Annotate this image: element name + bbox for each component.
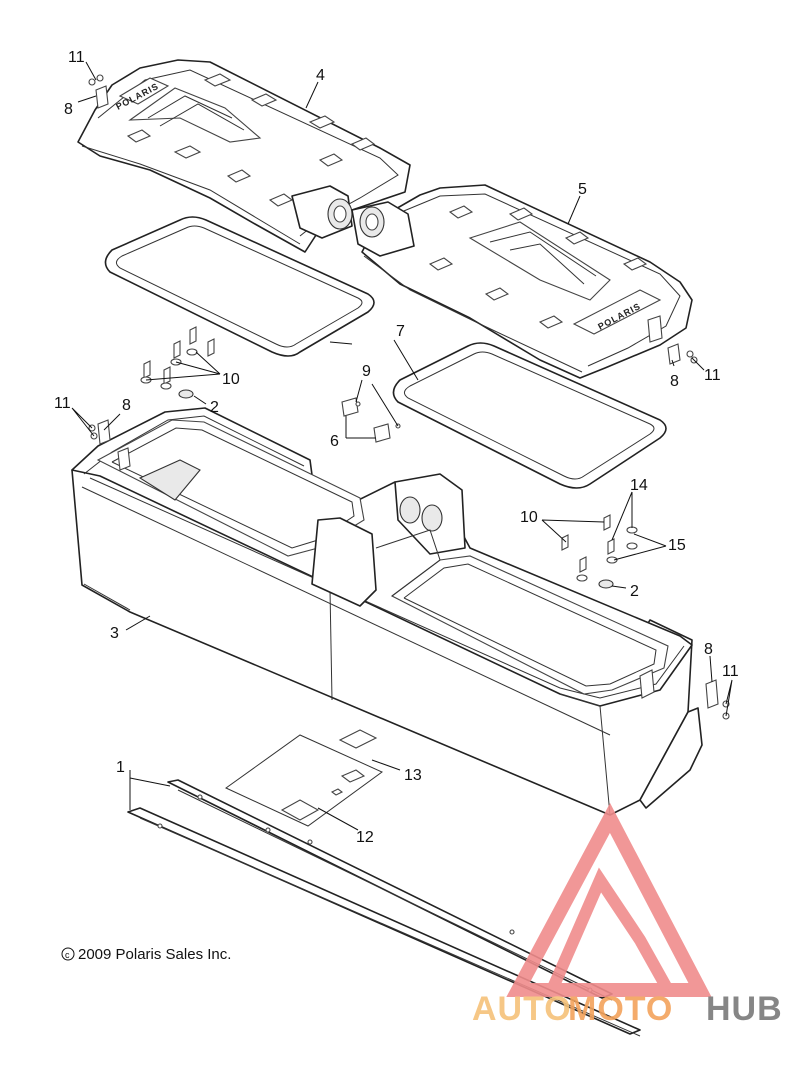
copyright-notice: c 2009 Polaris Sales Inc. <box>61 946 231 963</box>
copyright-icon <box>61 947 75 961</box>
callout-6-clips: 6 <box>330 433 339 450</box>
watermark-text-hub: HUB <box>706 990 783 1028</box>
callout-8-bin-right: 8 <box>704 641 713 658</box>
lid-left-part-4: POLARIS <box>77 59 411 253</box>
callout-2-left: 2 <box>210 399 219 416</box>
callout-8-left: 8 <box>122 397 131 414</box>
watermark-text-auto: AUTO <box>472 990 572 1028</box>
watermark-text-moto: MOTO <box>568 990 673 1028</box>
callout-4-lid-left: 4 <box>316 67 325 84</box>
callout-3-bin: 3 <box>110 625 119 642</box>
callout-5-lid-right: 5 <box>578 181 587 198</box>
seal-right-part-7 <box>392 342 667 489</box>
watermark-triangle-icon <box>506 803 712 997</box>
callout-11-top-left: 11 <box>68 49 85 66</box>
callout-11-bin-right: 11 <box>722 663 739 680</box>
copyright-text: 2009 Polaris Sales Inc. <box>78 946 231 963</box>
callout-12-decal: 12 <box>356 829 374 846</box>
callout-1-plates: 1 <box>116 759 125 776</box>
callout-labels: 11 8 4 5 7 10 2 9 6 11 8 8 11 14 10 15 2… <box>54 49 739 846</box>
leader-lines <box>71 61 733 831</box>
storage-bin-part-3 <box>71 407 703 816</box>
callout-14-washers: 14 <box>630 477 648 494</box>
callout-13-decal: 13 <box>404 767 422 784</box>
callout-8-right-lid: 8 <box>670 373 679 390</box>
callout-2-right: 2 <box>630 583 639 600</box>
callout-8-top-left: 8 <box>64 101 73 118</box>
callout-9-screws: 9 <box>362 363 371 380</box>
watermark-logo: AUTO MOTO HUB <box>472 803 783 1028</box>
callout-15-washers: 15 <box>668 537 686 554</box>
plates-part-1 <box>127 779 641 1037</box>
callout-11-right-lid: 11 <box>704 367 721 384</box>
svg-text:c: c <box>65 950 70 960</box>
lid-right-part-5: POLARIS <box>351 184 693 379</box>
hardware <box>88 74 730 720</box>
callout-7-seals: 7 <box>396 323 405 340</box>
callout-11-left: 11 <box>54 395 71 412</box>
callout-10-left: 10 <box>222 371 240 388</box>
decal-sheet-parts-12-13 <box>225 729 383 827</box>
seal-left-part-7 <box>104 216 375 357</box>
callout-10-right: 10 <box>520 509 538 526</box>
